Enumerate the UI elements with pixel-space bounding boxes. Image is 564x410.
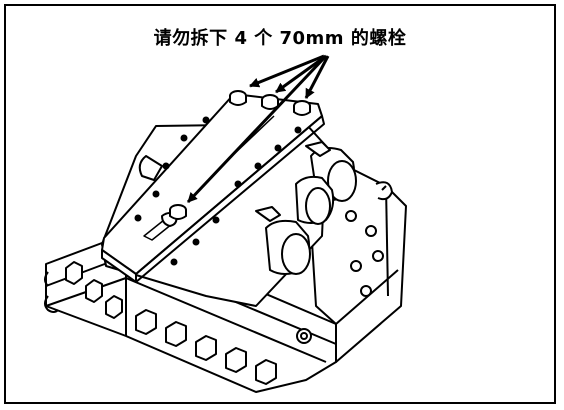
bolts-70mm [169, 90, 311, 220]
valve-body-illustration [44, 54, 407, 393]
figure-frame: 请勿拆下 4 个 70mm 的螺栓 [4, 4, 556, 404]
cover-plate [101, 93, 325, 283]
valve-body-lower [44, 233, 337, 393]
solenoids [138, 141, 357, 275]
pointer-arrows [186, 54, 330, 204]
figure-caption: 请勿拆下 4 个 70mm 的螺栓 [153, 28, 407, 49]
